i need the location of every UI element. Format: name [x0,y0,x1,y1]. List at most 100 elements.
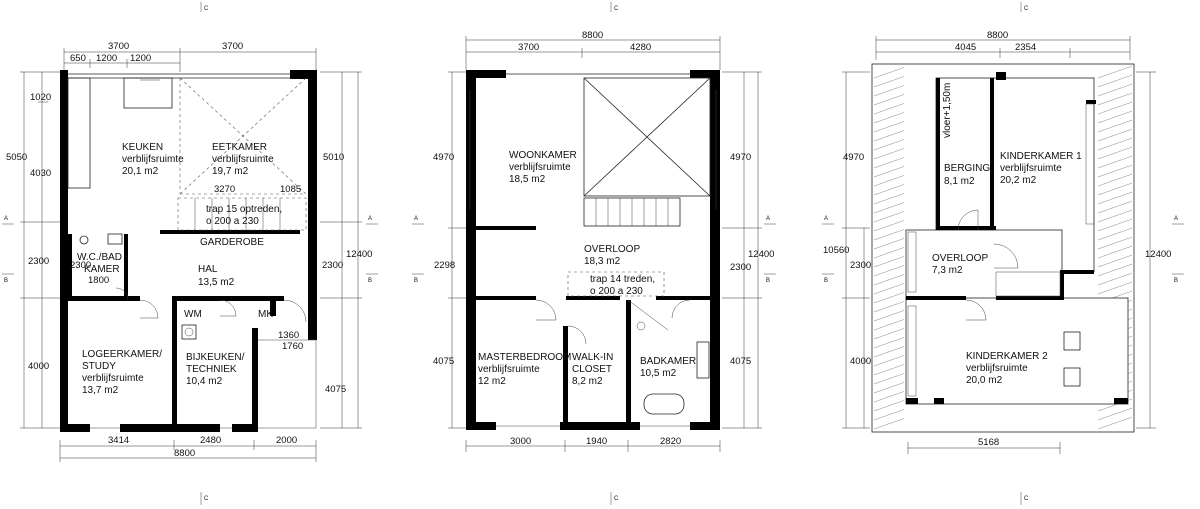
dimension-text: 4970 [433,152,454,163]
hatch-line [873,121,905,133]
section-label-b: B [824,278,828,284]
hatch-line [1097,101,1133,115]
hatch-line [873,211,905,223]
dimension-text: 3700 [108,41,129,52]
stair-note: o 200 a 230 [590,286,643,297]
section-label-a: A [4,216,8,222]
hatch-line [873,139,905,151]
toilet-icon [636,321,646,331]
hatch-line [873,103,905,115]
kitchen-island [123,77,173,109]
hatch-line [1097,128,1133,142]
hatch-line [1097,164,1133,178]
door-arc-icon [957,209,979,231]
hatch-line [873,247,905,259]
hatch-line [873,157,905,169]
dimension-text: 4970 [843,152,864,163]
dimension-text: 4075 [730,356,751,367]
door-arc-icon [115,287,129,301]
roof-hatch-left [873,67,905,430]
room-name-walkin: WALK-IN [572,352,613,363]
dimension-lines-right [1136,71,1156,429]
door-arc-icon [219,299,237,317]
dimension-text: 3270 [214,184,235,195]
room-type-woonkamer: verblijfsruimte [509,162,571,173]
section-label-a: A [1174,216,1178,222]
room-area-overloop: 18,3 m2 [584,256,621,267]
hatch-line [873,346,905,358]
hatch-line [1097,92,1133,106]
room-type-eetkamer: verblijfsruimte [212,154,274,165]
dimension-text: 4045 [955,42,976,53]
section-label-c: C [204,6,209,12]
floor-level-note: vloer+1,50m [942,83,953,138]
roof-outline [871,63,1135,433]
section-label-c: C [204,496,209,502]
void-cross [179,77,307,195]
room-area-badkamer: 10,5 m2 [640,368,677,379]
section-label-c: C [1024,496,1029,502]
room-name-overloop: OVERLOOP [584,244,640,255]
hatch-line [873,202,905,214]
dimension-text: 4075 [433,356,454,367]
room-area-walkin: 8,2 m2 [572,376,603,387]
dimension-lines-bottom [59,440,317,462]
dimension-lines-top [465,36,721,70]
room-name-kinderkamer-2: KINDERKAMER 2 [966,351,1048,362]
dimension-text: 10560 [823,245,849,256]
section-label-a: A [766,216,770,222]
label-wm: WM [184,309,202,320]
dimension-text: 8800 [174,448,195,459]
hatch-line [1097,74,1133,88]
room-name-hal: HAL [198,264,218,275]
hatch-line [873,94,905,106]
hatch-line [1097,272,1133,286]
hatch-line [1097,416,1133,430]
hatch-line [873,283,905,295]
hatch-line [1097,263,1133,277]
dimension-text: 2300 [730,262,751,273]
room-area-hal: 13,5 m2 [198,277,235,288]
hatch-line [1097,218,1133,232]
hatch-line [1097,200,1133,214]
sink-icon [107,233,123,245]
section-label-a: A [414,216,418,222]
room-type-kinderkamer-2: verblijfsruimte [966,363,1028,374]
dimension-lines-right [722,71,762,429]
room-type-logeerkamer: verblijfsruimte [82,373,144,384]
dimension-text: 1200 [130,53,151,64]
hatch-line [873,364,905,376]
dimension-text: 2300 [28,256,49,267]
dimension-text: 3700 [222,41,243,52]
dimension-text: 8800 [987,30,1008,41]
room-name-garderobe: GARDEROBE [200,237,264,248]
door-arc-icon [671,299,691,319]
room-name-bijkeuken: TECHNIEK [186,364,237,375]
washing-machine-drum-icon [184,327,194,337]
hatch-line [873,382,905,394]
staircase [567,197,681,297]
section-label-b: B [4,278,8,284]
hatch-line [1097,182,1133,196]
room-area-kinderkamer-2: 20,0 m2 [966,375,1003,386]
hatch-line [873,400,905,412]
door-arc-icon [283,299,307,323]
section-label-b: B [1174,278,1178,284]
room-name-eetkamer: EETKAMER [212,142,267,153]
hatch-line [1097,119,1133,133]
dimension-text: 2300 [70,260,91,271]
dimension-text: 4030 [30,168,51,179]
room-name-walkin: CLOSET [572,364,612,375]
hatch-line [873,184,905,196]
kitchen-counter [67,77,91,189]
room-name-badkamer: BADKAMER [640,356,696,367]
outline-lines [469,73,717,427]
dimension-text: 4000 [850,356,871,367]
section-label-a: A [824,216,828,222]
hatch-line [873,229,905,241]
door-arc-icon [567,325,587,345]
hatch-line [1097,65,1133,79]
dimension-text: 2000 [276,435,297,446]
hatch-line [1097,254,1133,268]
dimension-text: 2820 [660,436,681,447]
